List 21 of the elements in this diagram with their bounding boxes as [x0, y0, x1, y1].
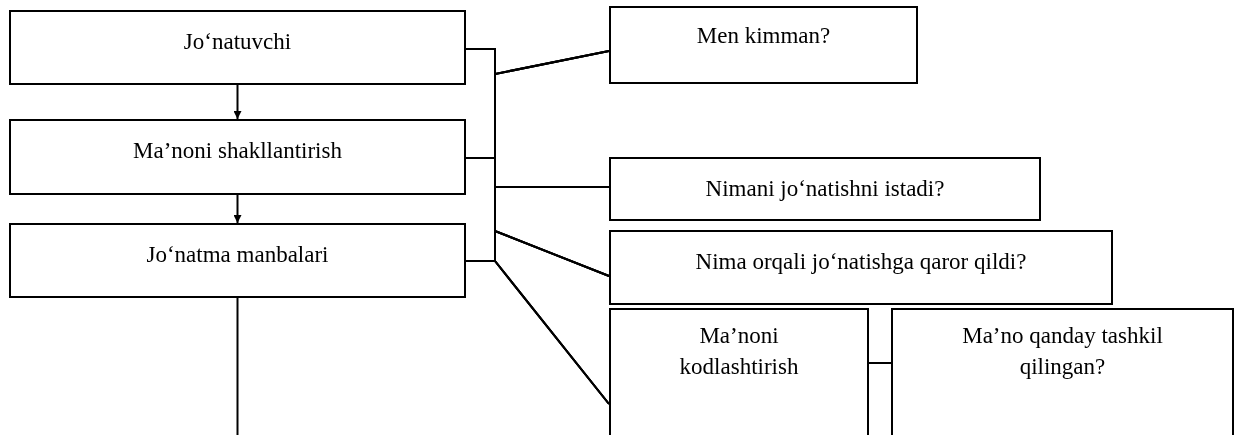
node-label: Men kimman?	[696, 22, 831, 50]
process-box	[609, 230, 1113, 305]
process-box	[609, 6, 918, 84]
process-box	[9, 119, 466, 195]
connector-line	[236, 297, 239, 435]
node-label: Ma’noni kodlashtirish	[678, 322, 800, 382]
connector-line	[868, 362, 892, 364]
process-box	[9, 223, 466, 298]
node-label: Nimani jo‘natishni istadi?	[705, 175, 945, 203]
arrow	[233, 194, 242, 224]
node-label: Jo‘natma manbalari	[146, 241, 329, 269]
process-box	[609, 157, 1041, 221]
process-box	[891, 308, 1234, 435]
connector-line	[465, 260, 610, 405]
arrow	[233, 84, 242, 120]
node-label: Nima orqali jo‘natishga qaror qildi?	[695, 248, 1027, 276]
node-label: Ma’noni shakllantirish	[133, 137, 342, 165]
node-label: Jo‘natuvchi	[183, 28, 292, 56]
process-box	[609, 308, 869, 435]
node-label: Ma’no qanday tashkil qilingan?	[961, 322, 1164, 382]
process-box	[9, 10, 466, 85]
